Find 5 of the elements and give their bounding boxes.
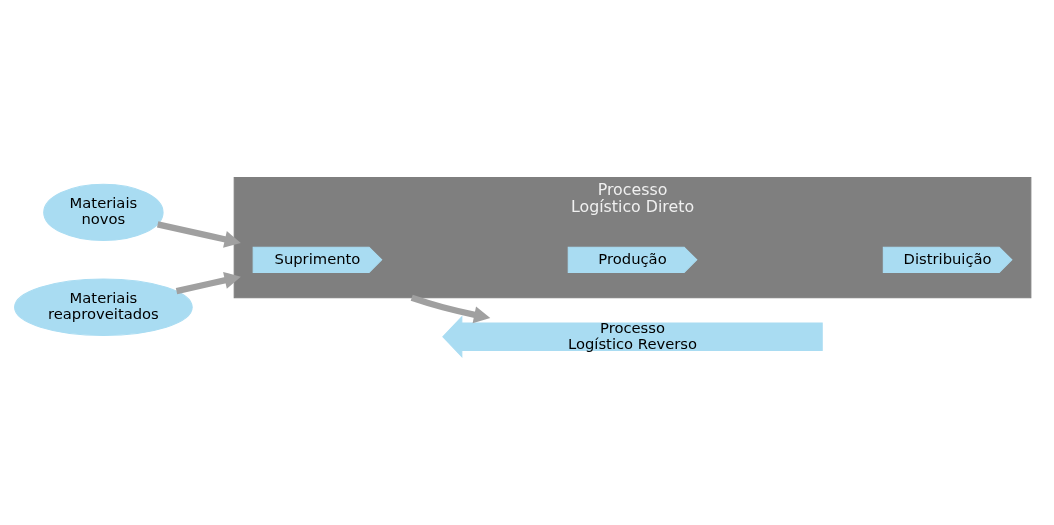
node-ellipse: Materiais reaproveitados	[14, 278, 193, 336]
node-ellipse: Materiais novos	[43, 183, 164, 241]
arrow	[175, 271, 241, 294]
arrow	[410, 294, 491, 323]
arrow	[156, 220, 241, 248]
